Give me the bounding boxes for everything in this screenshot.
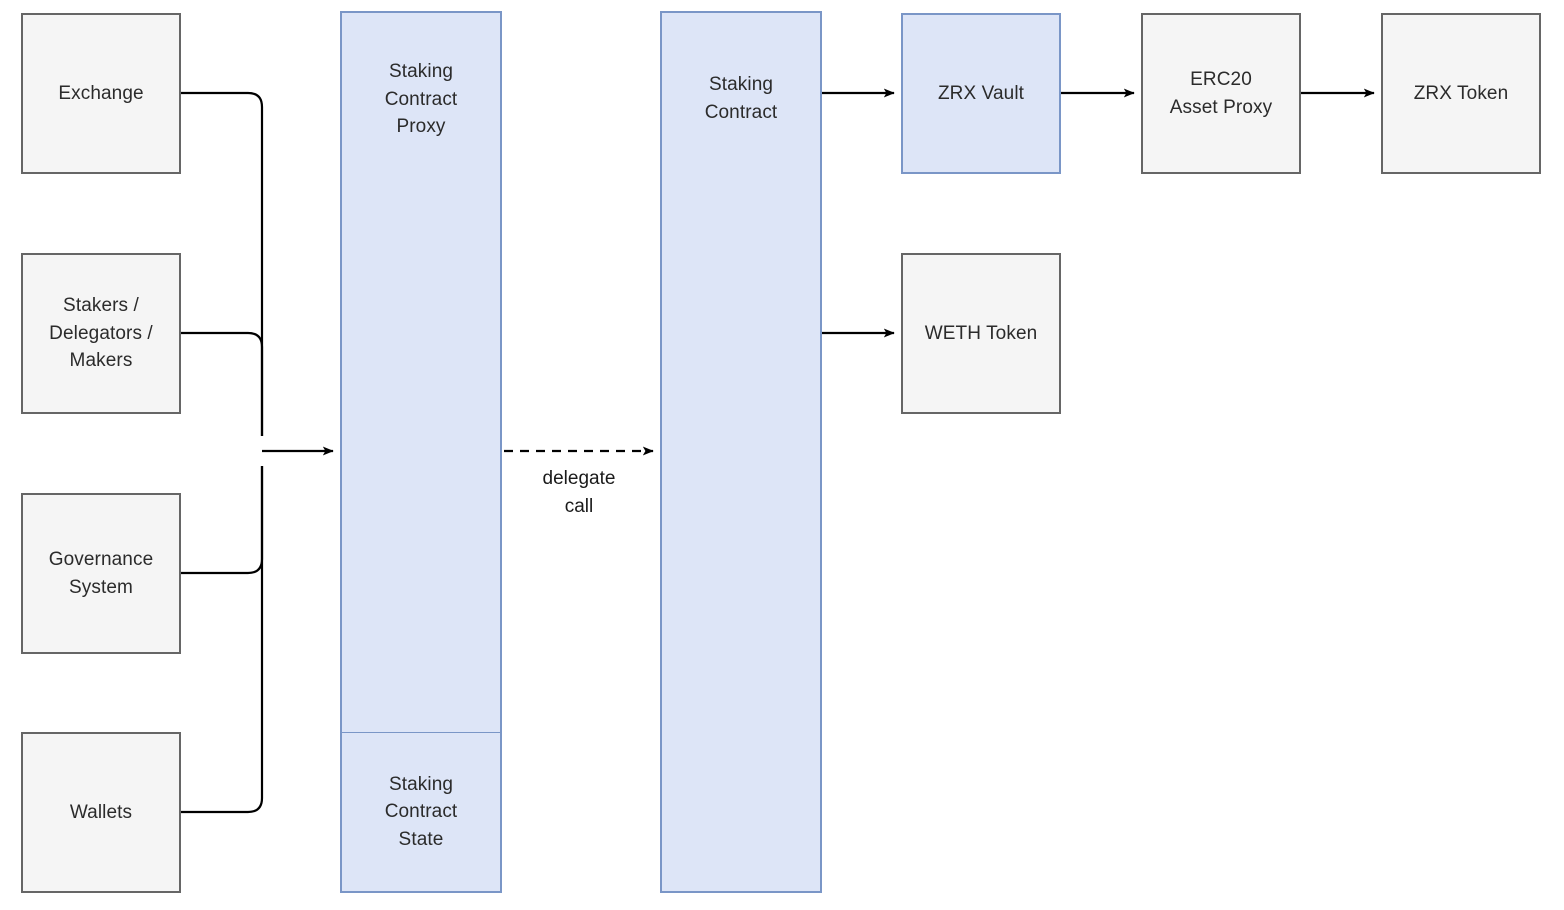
node-zrx-vault-label: ZRX Vault [937,82,1025,104]
node-staking-contract-state[interactable]: Staking Contract State [340,732,502,893]
node-zrx-token[interactable]: ZRX Token [1381,13,1541,174]
edge-wallets-to-proxy [181,466,264,814]
node-zrx-vault[interactable]: ZRX Vault [901,13,1061,174]
node-staking-contract-proxy-label: Staking Contract Proxy [384,61,458,138]
node-stakers-delegators-makers-label: Stakers / Delegators / Makers [49,295,153,372]
node-staking-contract-label: Staking Contract [704,74,778,123]
node-wallets[interactable]: Wallets [21,732,181,893]
node-staking-contract-proxy[interactable]: Staking Contract Proxy [340,11,502,733]
node-wallets-label: Wallets [69,801,133,823]
edge-exchange-to-proxy [181,91,264,436]
node-staking-contract[interactable]: Staking Contract [660,11,822,893]
node-staking-contract-state-label: Staking Contract State [384,773,458,850]
node-weth-token[interactable]: WETH Token [901,253,1061,414]
node-governance-system-label: Governance System [48,548,154,598]
node-exchange[interactable]: Exchange [21,13,181,174]
edge-governance-to-proxy [181,466,264,575]
node-erc20-asset-proxy-label: ERC20 Asset Proxy [1169,68,1273,118]
node-stakers-delegators-makers[interactable]: Stakers / Delegators / Makers [21,253,181,414]
node-erc20-asset-proxy[interactable]: ERC20 Asset Proxy [1141,13,1301,174]
node-governance-system[interactable]: Governance System [21,493,181,654]
node-zrx-token-label: ZRX Token [1413,82,1509,104]
edge-label-delegate-call: delegate call [542,468,616,517]
node-weth-token-label: WETH Token [924,322,1038,344]
node-exchange-label: Exchange [58,82,144,104]
edge-stakers-to-proxy [181,331,264,436]
